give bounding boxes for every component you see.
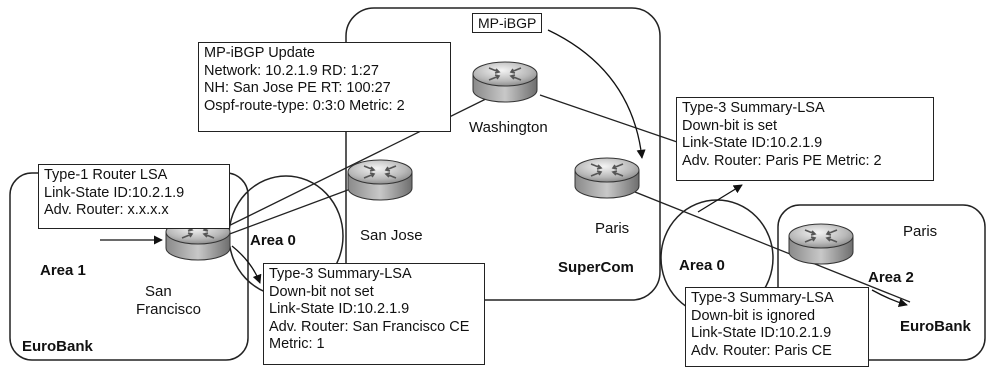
box-line: Link-State ID:10.2.1.9: [44, 184, 185, 201]
box-line: Type-3 Summary-LSA: [269, 266, 412, 282]
router-label-paris-ce: Paris: [903, 223, 937, 240]
box-line: Adv. Router: Paris PE Metric: 2: [682, 152, 882, 169]
router-icon: [574, 157, 640, 199]
type3-summary-lsa-sf-box: Type-3 Summary-LSA Down-bit not set Link…: [263, 263, 485, 365]
box-line: Link-State ID:10.2.1.9: [269, 301, 410, 317]
supercom-region: [345, 7, 661, 301]
router-label-san-francisco: San: [145, 283, 172, 300]
link-paris-parisce: [604, 179, 911, 303]
area0-left-label: Area 0: [250, 232, 296, 249]
box-line: Link-State ID:10.2.1.9: [682, 135, 823, 151]
box-line: Type-1 Router LSA: [44, 167, 168, 183]
type3-summary-lsa-paris-pe-box: Type-3 Summary-LSA Down-bit is set Link-…: [676, 97, 934, 181]
box-line: Link-State ID:10.2.1.9: [691, 325, 832, 341]
box-line: Adv. Router: x.x.x.x: [44, 202, 169, 218]
area1-label: Area 1: [40, 262, 86, 279]
box-line: NH: San Jose PE RT: 100:27: [204, 80, 391, 96]
arrow-mpibgp-to-paris: [547, 29, 646, 159]
svg-text:Francisco: Francisco: [136, 301, 201, 318]
box-line: Network: 10.2.1.9 RD: 1:27: [204, 62, 379, 79]
link-washington-parisbox: [539, 94, 681, 144]
box-line: Down-bit not set: [269, 283, 374, 300]
eurobank-right-label: EuroBank: [900, 318, 972, 335]
router-icon: [472, 61, 538, 103]
box-line: MP-iBGP Update: [204, 45, 315, 61]
router-label-washington: Washington: [469, 119, 548, 136]
router-label-san-jose: San Jose: [360, 227, 423, 244]
eurobank-left-label: EuroBank: [22, 338, 94, 355]
box-line: Adv. Router: San Francisco CE: [269, 318, 470, 335]
mp-ibgp-update-box: MP-iBGP Update Network: 10.2.1.9 RD: 1:2…: [198, 42, 451, 132]
arrow-paris-to-box: [697, 184, 743, 213]
router-icon: [347, 159, 413, 201]
area0-right-label: Area 0: [679, 257, 725, 274]
box-line: Type-3 Summary-LSA: [682, 100, 825, 116]
router-icon: [788, 223, 854, 265]
box-line: Adv. Router: Paris CE: [691, 342, 832, 359]
router-label-paris-pe: Paris: [595, 220, 629, 237]
box-line: Ospf-route-type: 0:3:0 Metric: 2: [204, 97, 405, 114]
svg-text:San: San: [145, 283, 172, 300]
box-line: Down-bit is ignored: [691, 307, 816, 324]
arrow-parisce-out: [871, 289, 908, 308]
router-label-san-francisco-2: Francisco: [136, 301, 201, 318]
mp-ibgp-tag: MP-iBGP: [472, 13, 543, 33]
eurobank-right-region: [777, 204, 986, 361]
supercom-label: SuperCom: [558, 259, 634, 276]
arrow-sf-to-box: [231, 245, 262, 284]
box-line: Metric: 1: [269, 336, 325, 352]
type3-summary-lsa-paris-ce-box: Type-3 Summary-LSA Down-bit is ignored L…: [685, 287, 869, 367]
box-line: Down-bit is set: [682, 117, 778, 134]
box-line: Type-3 Summary-LSA: [691, 290, 834, 306]
type1-router-lsa-box: Type-1 Router LSA Link-State ID:10.2.1.9…: [38, 164, 230, 229]
area2-label: Area 2: [868, 269, 914, 286]
